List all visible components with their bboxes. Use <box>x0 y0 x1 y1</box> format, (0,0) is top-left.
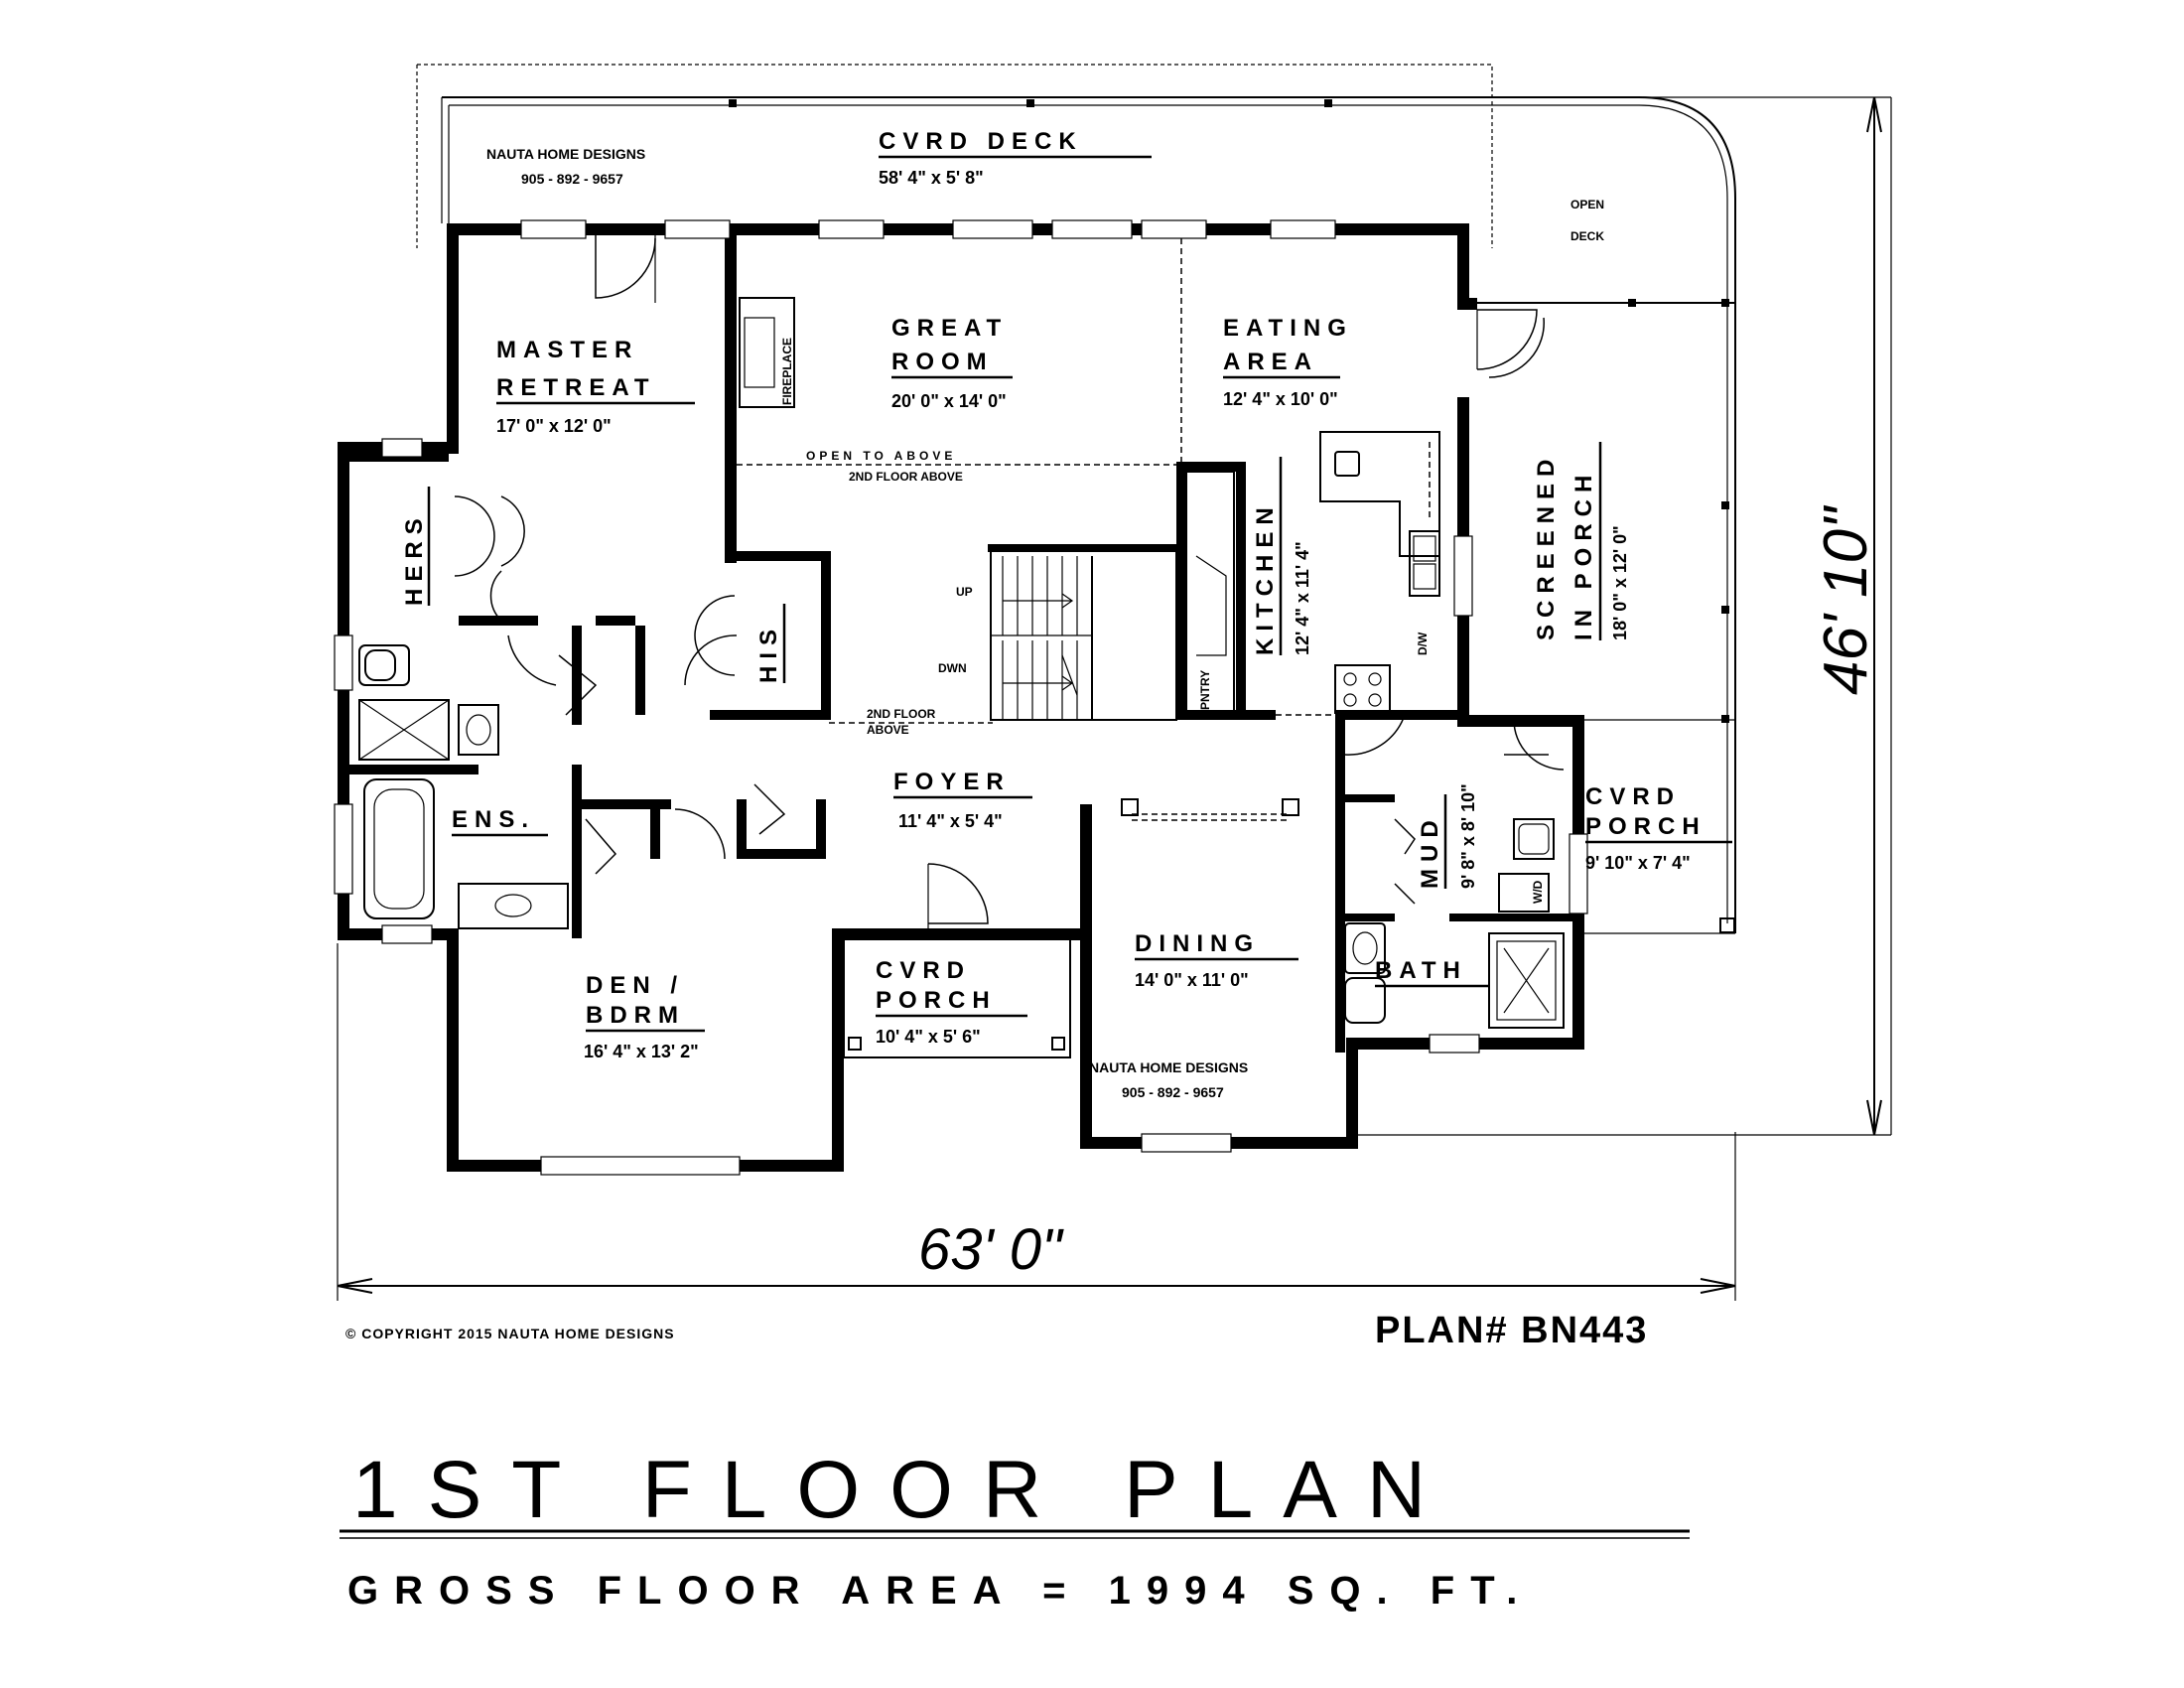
kitchen-dim: 12' 4" x 11' 4" <box>1293 541 1312 655</box>
den-label: DEN / BDRM 16' 4" x 13' 2" <box>584 972 705 1061</box>
fireplace-label: FIREPLACE <box>780 338 794 405</box>
dw-label: D/W <box>1416 632 1430 655</box>
cvrd-deck-name: CVRD DECK <box>879 128 1083 155</box>
great-line1: GREAT <box>891 315 1008 342</box>
eating-dim: 12' 4" x 10' 0" <box>1223 389 1338 409</box>
cvrd-porch-side-label: CVRD PORCH 9' 10" x 7' 4" <box>1585 783 1732 873</box>
screened-line2: IN PORCH <box>1570 469 1597 640</box>
great-line2: ROOM <box>891 349 994 375</box>
depth-dimension: 46' 10" <box>1812 504 1880 695</box>
closet-labels: HERS HIS ENS. <box>401 487 786 837</box>
deck-label: NAUTA HOME DESIGNS 905 - 892 - 9657 CVRD… <box>486 128 1604 243</box>
second-floor-above: 2ND FLOOR ABOVE <box>849 470 963 484</box>
foyer-name: FOYER <box>893 769 1011 795</box>
cvrd-porch-front-2: PORCH <box>876 987 997 1014</box>
foyer-dim: 11' 4" x 5' 4" <box>898 811 1003 831</box>
cvrd-deck-dim: 58' 4" x 5' 8" <box>879 168 984 188</box>
his-label: HIS <box>755 623 782 683</box>
cvrd-porch-side-1: CVRD <box>1585 783 1681 810</box>
master-line1: MASTER <box>496 337 638 363</box>
overall-dimensions: 63' 0" 46' 10" <box>918 504 1880 1282</box>
eating-line1: EATING <box>1223 315 1353 342</box>
master-retreat-label: MASTER RETREAT 17' 0" x 12' 0" <box>496 337 695 436</box>
windows <box>334 219 1588 1176</box>
company-name-top: NAUTA HOME DESIGNS <box>486 146 645 162</box>
kitchen-label: KITCHEN 12' 4" x 11' 4" <box>1252 457 1312 655</box>
kitchen-name: KITCHEN <box>1252 500 1279 655</box>
company-phone-dining: 905 - 892 - 9657 <box>1122 1084 1224 1100</box>
company-phone-top: 905 - 892 - 9657 <box>521 171 623 187</box>
width-dimension: 63' 0" <box>918 1217 1064 1282</box>
cvrd-porch-front-label: CVRD PORCH 10' 4" x 5' 6" <box>843 937 1071 1058</box>
dining-name: DINING <box>1135 930 1260 957</box>
open-deck-label-2: DECK <box>1570 229 1604 243</box>
dimension-lines <box>337 96 1892 1301</box>
dining-dim: 14' 0" x 11' 0" <box>1135 970 1249 990</box>
eating-line2: AREA <box>1223 349 1318 375</box>
dashed-lines <box>737 238 1431 821</box>
footer: © COPYRIGHT 2015 NAUTA HOME DESIGNS PLAN… <box>340 1310 1690 1613</box>
bath-name: BATH <box>1375 957 1467 984</box>
second-floor-above-2b: ABOVE <box>867 723 909 737</box>
master-line2: RETREAT <box>496 374 656 401</box>
fireplace <box>739 297 795 408</box>
cvrd-porch-front-dim: 10' 4" x 5' 6" <box>876 1027 981 1047</box>
mud-name: MUD <box>1417 813 1443 889</box>
screened-dim: 18' 0" x 12' 0" <box>1610 525 1630 640</box>
dining-label: DINING 14' 0" x 11' 0" NAUTA HOME DESIGN… <box>1089 798 1299 1100</box>
cvrd-porch-side-2: PORCH <box>1585 813 1706 840</box>
dwn-label: DWN <box>938 661 967 675</box>
den-line1: DEN / <box>586 972 684 999</box>
bath-label: BATH <box>1375 957 1489 988</box>
great-dim: 20' 0" x 14' 0" <box>891 391 1007 411</box>
kitchen-fixtures <box>1185 431 1440 716</box>
stairs <box>990 550 1177 721</box>
cvrd-porch-front-1: CVRD <box>876 957 971 984</box>
den-line2: BDRM <box>586 1002 685 1029</box>
doors <box>454 235 1565 928</box>
hers-label: HERS <box>401 511 428 606</box>
bath-fixtures <box>358 644 1565 1029</box>
annotations: OPEN TO ABOVE 2ND FLOOR ABOVE 2ND FLOOR … <box>780 338 1545 904</box>
screened-porch-label: SCREENED IN PORCH 18' 0" x 12' 0" <box>1533 442 1630 640</box>
company-name-dining: NAUTA HOME DESIGNS <box>1089 1059 1248 1075</box>
plan-title: 1ST FLOOR PLAN <box>352 1445 1455 1535</box>
den-dim: 16' 4" x 13' 2" <box>584 1042 699 1061</box>
cvrd-porch-side-dim: 9' 10" x 7' 4" <box>1585 853 1691 873</box>
pntry-label: PNTRY <box>1198 670 1212 710</box>
up-label: UP <box>956 585 973 599</box>
master-dim: 17' 0" x 12' 0" <box>496 416 612 436</box>
plan-number: PLAN# BN443 <box>1375 1310 1648 1351</box>
wd-label: W/D <box>1531 880 1545 904</box>
ens-label: ENS. <box>452 806 535 833</box>
open-to-above: OPEN TO ABOVE <box>806 449 956 463</box>
mud-label: MUD 9' 8" x 8' 10" <box>1417 783 1478 889</box>
great-room-label: GREAT ROOM 20' 0" x 14' 0" <box>891 315 1013 411</box>
gross-floor-area: GROSS FLOOR AREA = 1994 SQ. FT. <box>347 1569 1533 1613</box>
screened-line1: SCREENED <box>1533 453 1560 640</box>
mud-dim: 9' 8" x 8' 10" <box>1458 783 1478 889</box>
eating-area-label: EATING AREA 12' 4" x 10' 0" <box>1223 315 1353 409</box>
foyer-label: FOYER 11' 4" x 5' 4" <box>893 769 1032 831</box>
second-floor-above-2a: 2ND FLOOR <box>867 707 936 721</box>
open-deck-label-1: OPEN <box>1570 198 1604 211</box>
copyright: © COPYRIGHT 2015 NAUTA HOME DESIGNS <box>345 1326 675 1341</box>
